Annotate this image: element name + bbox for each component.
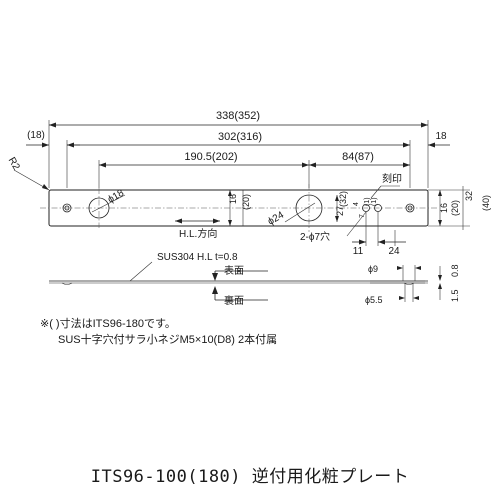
dim-height-20-left: (20): [241, 194, 251, 210]
dim-total-width: 338(352): [216, 110, 260, 122]
dim-height-40-right: (40): [481, 195, 491, 211]
label-two-holes: 2-ϕ7穴: [300, 230, 330, 243]
hole-7mm-b: [374, 204, 382, 212]
dim-radius: R2: [6, 156, 22, 173]
dim-height-32: (32): [338, 191, 348, 207]
dim-inner-4: 4: [353, 202, 360, 206]
dim-11: 11: [353, 246, 364, 257]
label-side-dia9: ϕ9: [368, 264, 378, 274]
dim-right-margin: 18: [435, 131, 447, 142]
dim-24: 24: [388, 246, 400, 257]
dim-outer-left: (18): [27, 130, 45, 141]
screw-hole-left: [62, 203, 72, 213]
label-side-15: 1.5: [450, 289, 460, 302]
hole-large: [295, 194, 323, 222]
label-back: 裏面: [224, 294, 244, 307]
dim-height-16-left: 16: [228, 194, 238, 204]
label-material: SUS304 H.L t=0.8: [157, 252, 238, 263]
label-hl-direction: H.L.方向: [179, 227, 217, 240]
dim-height-16-right: 16: [439, 203, 449, 213]
dim-height-20-right: (20): [450, 200, 460, 216]
label-front: 表面: [224, 264, 244, 277]
dim-inner-1: (1): [364, 197, 371, 206]
note-screws-included: SUS十字穴付サラ小ネジM5×10(D8) 2本付属: [58, 334, 278, 346]
product-caption: ITS96-100(180) 逆付用化粧プレート: [90, 467, 410, 487]
dim-pitch: 302(316): [218, 131, 262, 143]
dim-height-32-right: 32: [464, 191, 474, 201]
dim-height-27: 27: [335, 206, 345, 216]
label-side-t08: 0.8: [450, 264, 460, 277]
label-engraving: 刻印: [382, 172, 402, 185]
dim-inner-1b: (1): [371, 197, 378, 206]
screw-hole-right: [405, 203, 415, 213]
hole-small: [88, 197, 110, 219]
dim-from-left: 190.5(202): [184, 151, 237, 163]
dim-from-right: 84(87): [342, 151, 374, 163]
label-side-dia55: ϕ5.5: [365, 295, 383, 305]
hole-7mm-a: [362, 204, 370, 212]
note-dimension-legend: ※( )寸法はITS96-180です。: [40, 318, 176, 330]
